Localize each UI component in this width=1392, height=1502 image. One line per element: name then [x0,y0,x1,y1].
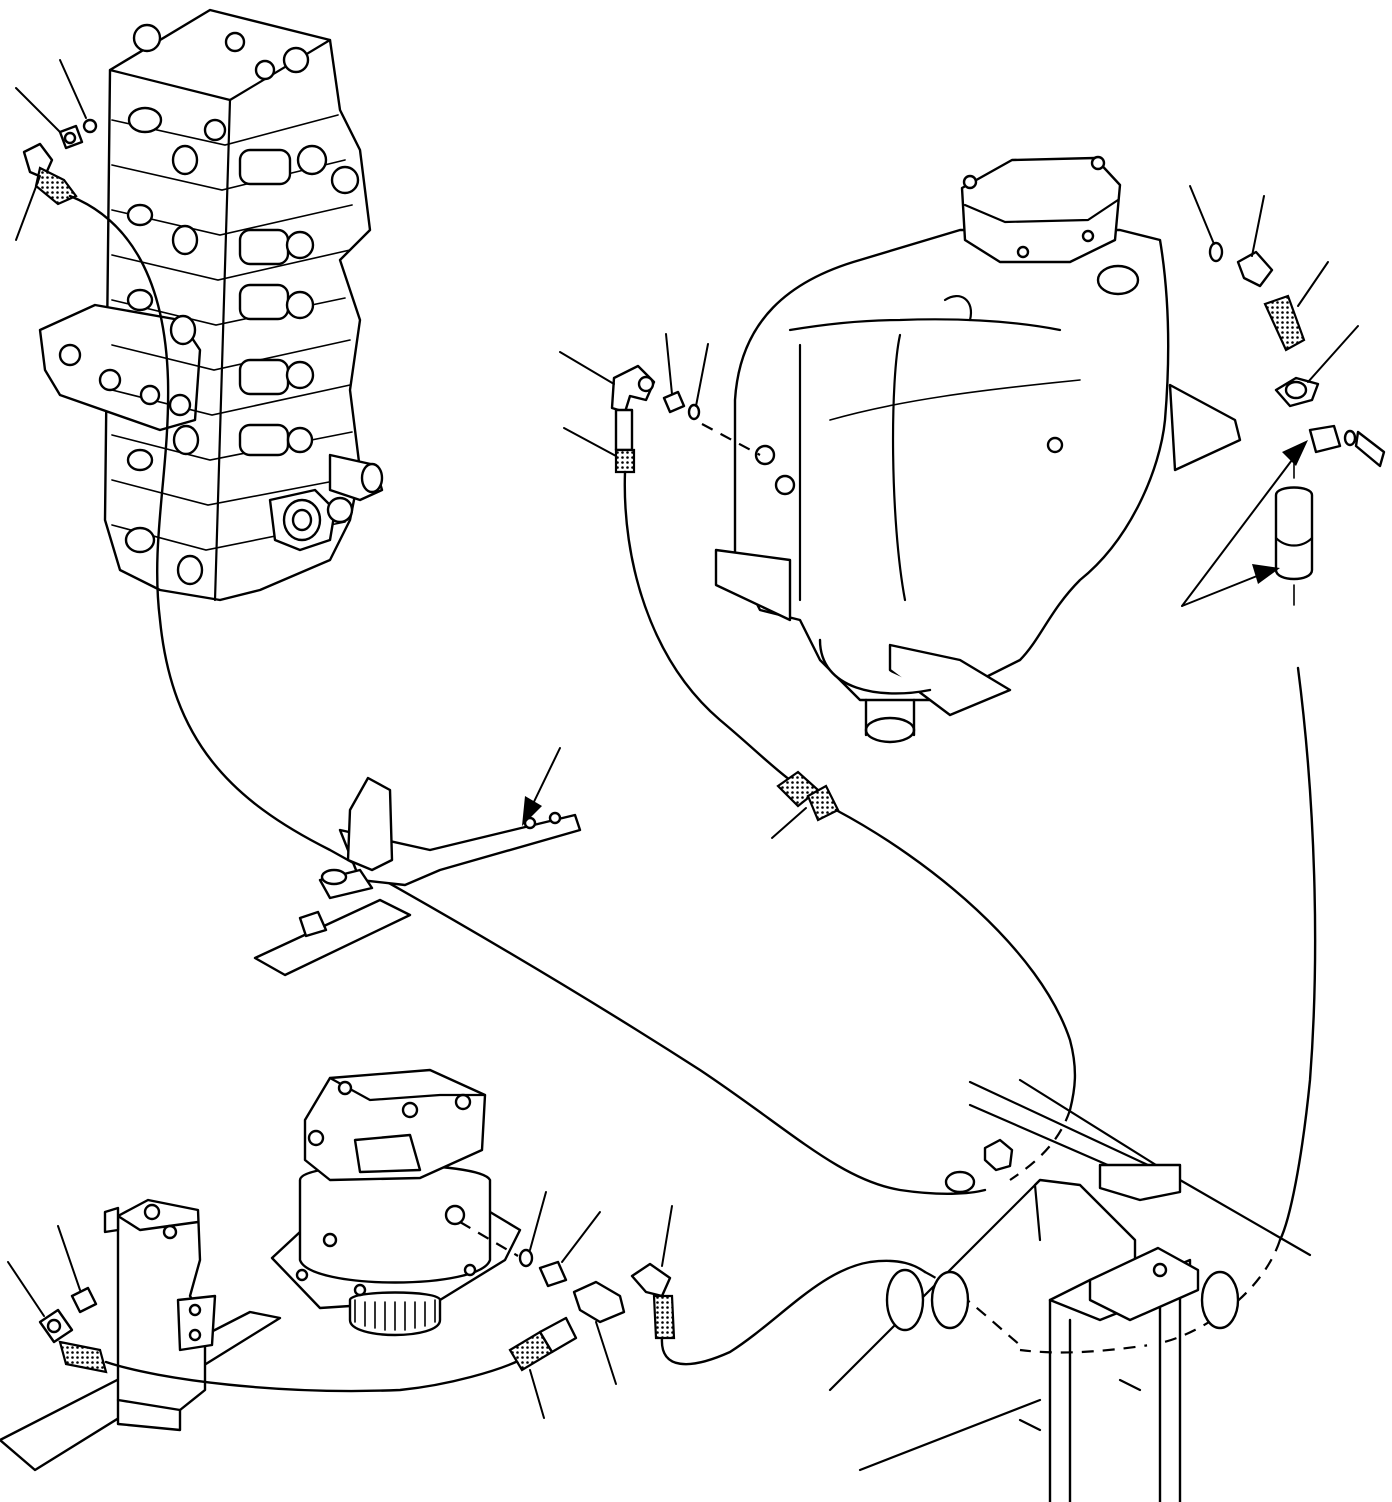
leader-line [1251,195,1265,257]
leader-line [529,1369,545,1419]
arrow-icon [1181,564,1280,607]
leader-line [15,175,41,241]
leader-line [1189,185,1215,245]
callout-leaders [7,59,1359,1419]
leader-line [771,807,807,839]
center-swivel-joint [0,1198,282,1472]
leader-line [7,1261,45,1317]
arrow-icon [522,747,561,826]
leader-line [665,333,673,395]
hose-line [660,1259,927,1366]
arrow-icon [1181,440,1308,607]
hidden-line [1009,1109,1072,1181]
leader-line [529,1191,547,1251]
leader-line [695,343,709,407]
hydraulic-tank [714,155,1242,744]
leader-line [661,1205,673,1267]
hose-line [834,808,1077,1112]
hidden-line [459,1221,519,1257]
hose-line [1278,666,1317,1242]
hidden-line [924,1271,1021,1346]
leader-line [1307,325,1359,383]
hose-line [623,470,792,782]
hose-clamp-bracket [253,776,582,977]
tank-right-fitting [1208,241,1386,468]
leader-line [15,87,61,133]
hose-line [68,194,987,1195]
hose-sleeve [1274,457,1314,606]
swing-motor [270,1068,522,1337]
leader-line [561,1211,601,1263]
control-valve [38,8,384,602]
swivel-hose-fitting [38,1286,108,1374]
hose-coupling [776,770,840,822]
hidden-line [701,423,761,456]
tank-elbow-fitting [610,364,701,474]
valve-hose-fitting [22,118,98,206]
revolving-frame [828,1078,1312,1502]
leader-line [563,427,617,457]
leader-line [1297,261,1329,307]
leader-line [57,1225,81,1291]
leader-line [59,59,87,119]
leader-line [595,1321,617,1385]
hose-line [104,1358,522,1393]
swing-hose-fitting [508,1248,676,1372]
leader-line [559,351,615,385]
